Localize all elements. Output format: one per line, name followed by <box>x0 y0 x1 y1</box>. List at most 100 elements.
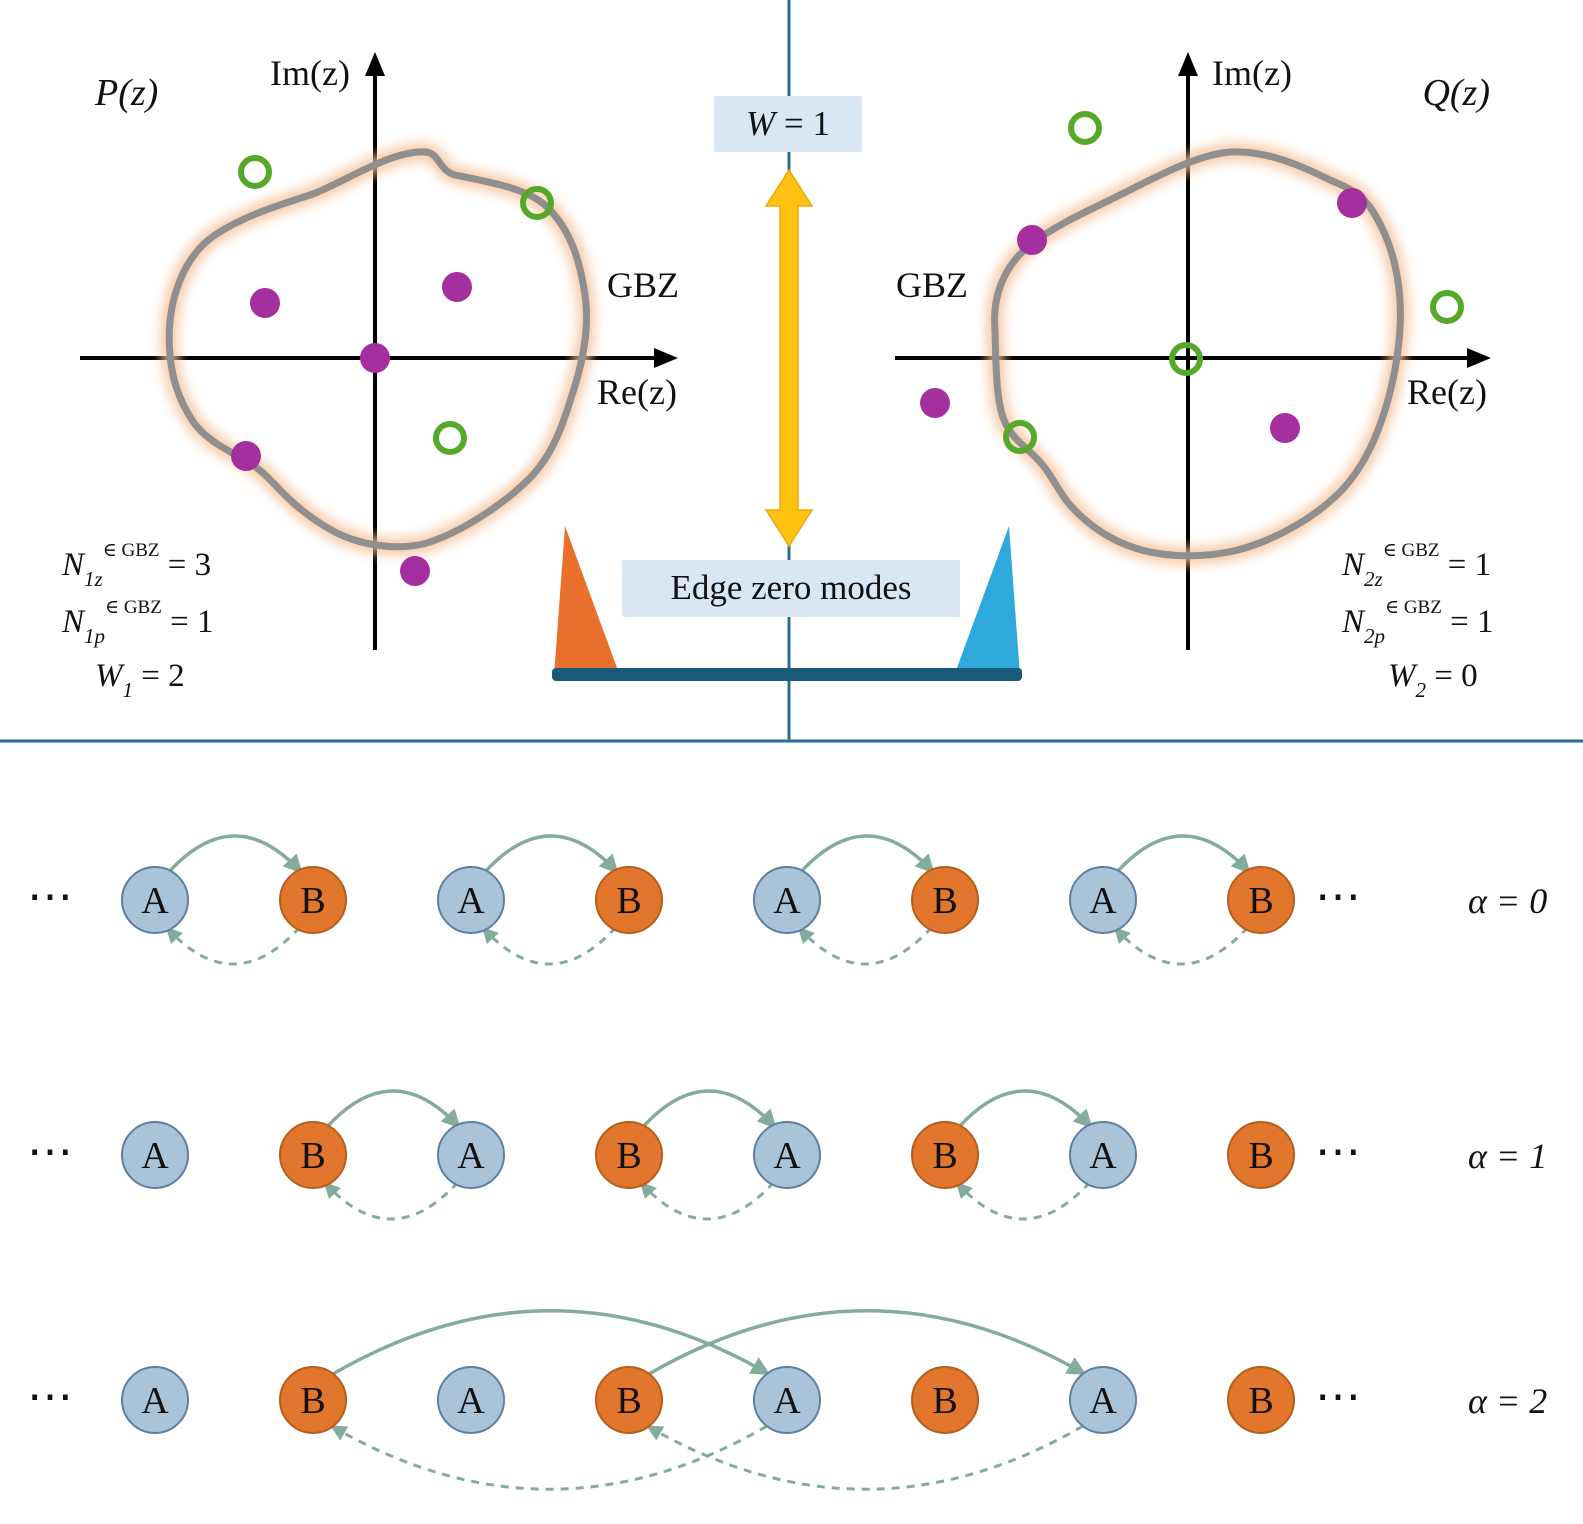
site-b-circle <box>279 1366 347 1434</box>
site-b-circle <box>911 1366 979 1434</box>
site-a-label: A <box>457 880 485 922</box>
hopping-arc-forward <box>640 1089 777 1130</box>
site-a-label: A <box>773 1380 801 1422</box>
site-b-circle <box>911 866 979 934</box>
site-a-circle <box>121 1366 189 1434</box>
site-a-circle <box>437 1366 505 1434</box>
hopping-arc-forward <box>324 1089 461 1130</box>
left-n-poles-stat: N1p∈ GBZ = 1 <box>61 597 213 648</box>
alpha-label: α = 2 <box>1468 1381 1547 1421</box>
site-b-circle <box>279 866 347 934</box>
site-a-label: A <box>141 1135 169 1177</box>
site-a-label: A <box>773 880 801 922</box>
site-b-label: B <box>300 1380 325 1422</box>
zero-marker <box>1270 413 1300 443</box>
site-b-label: B <box>1248 1135 1273 1177</box>
hopping-arc-forward-long <box>332 1309 771 1376</box>
hopping-arc-backward <box>955 1180 1092 1221</box>
site-a-circle <box>1069 866 1137 934</box>
site-b-label: B <box>616 880 641 922</box>
ellipsis-right: ⋯ <box>1315 1126 1361 1177</box>
site-b-label: B <box>1248 880 1273 922</box>
hopping-arc-backward <box>481 925 618 966</box>
site-b-circle <box>279 1121 347 1189</box>
ellipsis-left: ⋯ <box>27 1371 73 1422</box>
hopping-arc-forward <box>956 1089 1093 1130</box>
pole-marker <box>520 186 554 220</box>
chain-row-alpha-1: A B A B A B A B ⋯ ⋯ α = 1 <box>27 1089 1547 1221</box>
ellipsis-right: ⋯ <box>1315 871 1361 922</box>
left-re-axis-arrow-icon <box>654 348 678 368</box>
site-a-label: A <box>773 1135 801 1177</box>
right-n-zeros-stat: N2z∈ GBZ = 1 <box>1341 540 1491 591</box>
site-b-label: B <box>616 1135 641 1177</box>
zero-marker <box>920 388 950 418</box>
right-im-axis-arrow-icon <box>1178 52 1198 76</box>
chain-row-alpha-2: A B A B A B A B ⋯ ⋯ α = 2 <box>27 1309 1547 1491</box>
site-a-circle <box>121 1121 189 1189</box>
site-a-label: A <box>141 880 169 922</box>
site-a-circle <box>753 866 821 934</box>
right-gbz-label: GBZ <box>896 265 968 305</box>
site-b-label: B <box>300 880 325 922</box>
winding-number-box <box>714 96 862 152</box>
zero-marker <box>1337 188 1367 218</box>
hopping-arc-backward <box>165 925 302 966</box>
site-a-circle <box>753 1121 821 1189</box>
site-b-label: B <box>932 880 957 922</box>
pole-marker <box>1068 111 1102 145</box>
left-gbz-contour <box>165 148 591 551</box>
pole-marker <box>1003 420 1037 454</box>
site-a-circle <box>1069 1121 1137 1189</box>
zero-marker <box>360 343 390 373</box>
hopping-arc-forward <box>166 834 303 875</box>
site-b-circle <box>595 1366 663 1434</box>
alpha-label: α = 0 <box>1468 881 1547 921</box>
site-b-circle <box>1227 866 1295 934</box>
site-b-circle <box>595 866 663 934</box>
site-a-label: A <box>141 1380 169 1422</box>
hopping-arc-backward <box>639 1180 776 1221</box>
left-gbz-label: GBZ <box>607 265 679 305</box>
left-edge-mode-peak <box>554 526 620 676</box>
right-im-axis-label: Im(z) <box>1212 53 1292 93</box>
pole-marker <box>238 155 272 189</box>
left-panel: P(z) Im(z) Re(z) GBZ N1z∈ GBZ = 3 N1p∈ G… <box>61 52 679 702</box>
site-a-circle <box>437 1121 505 1189</box>
right-re-axis-label: Re(z) <box>1407 372 1487 412</box>
right-gbz-contour <box>991 148 1404 560</box>
right-panel-title: Q(z) <box>1422 72 1490 114</box>
site-b-label: B <box>616 1380 641 1422</box>
site-a-circle <box>437 866 505 934</box>
site-a-circle <box>121 866 189 934</box>
chain-row-alpha-0: A B A B A B A B ⋯ ⋯ α = 0 <box>27 834 1547 966</box>
right-panel: Q(z) Im(z) Re(z) GBZ N2z∈ GBZ = 1 N2p∈ G… <box>895 52 1493 702</box>
pole-marker <box>1169 342 1203 376</box>
hopping-arc-backward <box>797 925 934 966</box>
hopping-arc-backward-long <box>330 1424 768 1491</box>
ellipsis-left: ⋯ <box>27 871 73 922</box>
lattice-edge-bar <box>552 668 1022 681</box>
site-a-circle <box>753 1366 821 1434</box>
site-a-circle <box>1069 1366 1137 1434</box>
hopping-arc-backward <box>323 1180 460 1221</box>
hopping-arc-backward <box>1113 925 1250 966</box>
ellipsis-right: ⋯ <box>1315 1371 1361 1422</box>
hopping-arc-backward-long <box>646 1424 1084 1491</box>
zero-marker <box>1017 225 1047 255</box>
hopping-arc-forward <box>1114 834 1251 875</box>
site-a-label: A <box>1089 1380 1117 1422</box>
right-re-axis-arrow-icon <box>1467 348 1491 368</box>
edge-modes-label: Edge zero modes <box>670 568 911 607</box>
hopping-arc-forward-long <box>648 1309 1087 1376</box>
alpha-label: α = 1 <box>1468 1136 1547 1176</box>
site-b-label: B <box>300 1135 325 1177</box>
hopping-arc-forward <box>482 834 619 875</box>
ellipsis-left: ⋯ <box>27 1126 73 1177</box>
right-n-poles-stat: N2p∈ GBZ = 1 <box>1341 597 1493 648</box>
site-a-label: A <box>457 1135 485 1177</box>
zero-marker <box>250 288 280 318</box>
site-a-label: A <box>1089 1135 1117 1177</box>
left-re-axis-label: Re(z) <box>597 372 677 412</box>
